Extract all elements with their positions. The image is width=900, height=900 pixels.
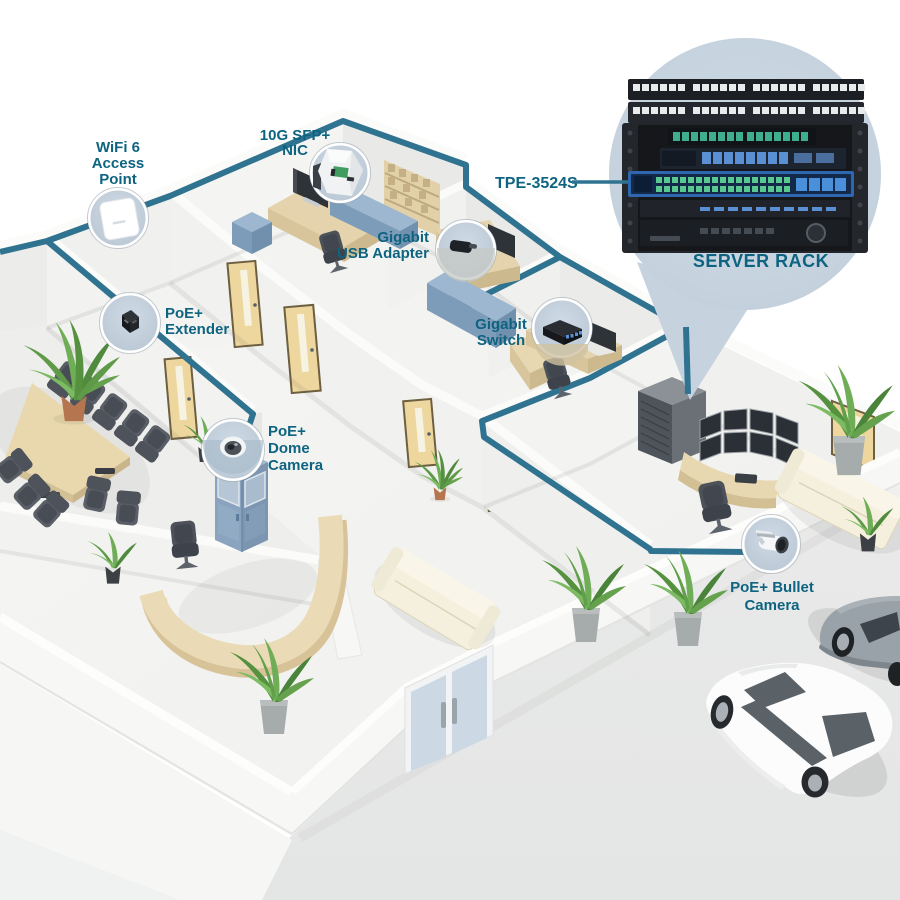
svg-text:Access: Access xyxy=(92,155,145,172)
svg-text:PoE+: PoE+ xyxy=(268,423,306,440)
svg-text:SERVER RACK: SERVER RACK xyxy=(693,251,829,271)
svg-text:Extender: Extender xyxy=(165,321,229,338)
svg-text:Camera: Camera xyxy=(744,597,800,614)
svg-text:WiFi 6: WiFi 6 xyxy=(96,139,140,156)
svg-text:PoE+ Bullet: PoE+ Bullet xyxy=(730,579,814,596)
svg-text:NIC: NIC xyxy=(282,142,308,159)
svg-text:Camera: Camera xyxy=(268,457,324,474)
svg-text:Gigabit: Gigabit xyxy=(377,229,429,246)
svg-text:PoE+: PoE+ xyxy=(165,305,203,322)
svg-text:Gigabit: Gigabit xyxy=(475,316,527,333)
svg-text:TPE-3524S: TPE-3524S xyxy=(495,175,578,192)
svg-text:10G SFP+: 10G SFP+ xyxy=(260,127,331,144)
svg-text:Dome: Dome xyxy=(268,440,310,457)
svg-text:Point: Point xyxy=(99,171,137,188)
svg-text:USB Adapter: USB Adapter xyxy=(337,245,429,262)
svg-text:Switch: Switch xyxy=(477,332,525,349)
